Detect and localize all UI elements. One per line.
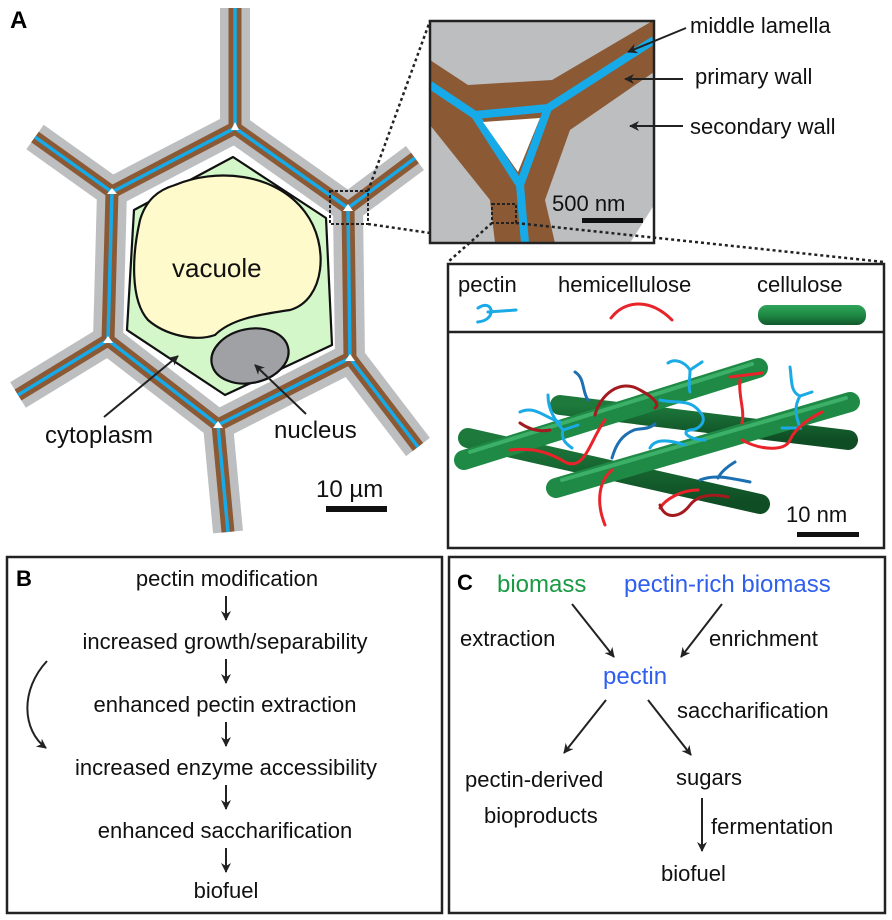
c-biomass: biomass <box>497 571 586 598</box>
c-biofuel: biofuel <box>661 861 726 886</box>
scale-500nm-label: 500 nm <box>552 191 625 216</box>
nucleus <box>210 327 290 385</box>
scale-bar-500nm <box>582 218 643 223</box>
nucleus-label: nucleus <box>274 417 357 444</box>
secondary-wall-label: secondary wall <box>690 114 836 139</box>
panel-a-letter: A <box>10 7 27 34</box>
scale-bar-10nm <box>797 532 859 537</box>
scale-10nm-label: 10 nm <box>786 502 847 527</box>
c-pectin-derived-2: bioproducts <box>484 803 598 828</box>
panel-c-letter: C <box>457 570 473 595</box>
hemicellulose-chains <box>508 371 824 527</box>
b-step-3: enhanced pectin extraction <box>94 692 357 717</box>
b-arrows <box>26 596 231 873</box>
c-pectin: pectin <box>603 663 667 690</box>
b-step-6: biofuel <box>194 878 259 903</box>
legend-hemicellulose-label: hemicellulose <box>558 272 691 297</box>
b-step-4: increased enzyme accessibility <box>75 755 377 780</box>
b-step-1: pectin modification <box>136 566 318 591</box>
c-arrows <box>563 603 723 852</box>
c-enrichment: enrichment <box>709 626 818 651</box>
c-fermentation: fermentation <box>711 814 833 839</box>
c-extraction: extraction <box>460 626 555 651</box>
pectin-chains-dark <box>573 370 752 484</box>
legend-cellulose-label: cellulose <box>757 272 843 297</box>
cytoplasm-arrow <box>103 355 179 418</box>
wall-inset <box>428 19 656 245</box>
c-saccharification: saccharification <box>677 698 829 723</box>
hemicellulose-chains-dark <box>518 384 730 517</box>
primary-wall-label: primary wall <box>695 64 812 89</box>
legend-pectin-label: pectin <box>458 272 517 297</box>
panel-c-frame <box>447 555 887 915</box>
b-skip-arrow <box>26 660 48 749</box>
b-step-5: enhanced saccharification <box>98 818 352 843</box>
legend-hemicellulose-glyph <box>609 302 674 322</box>
legend-pectin-glyph <box>476 303 518 324</box>
middle-lamella-label: middle lamella <box>690 13 831 38</box>
scale-10um-label: 10 µm <box>316 476 383 503</box>
zoom-box-cell <box>329 190 369 225</box>
c-pectin-derived-1: pectin-derived <box>465 767 603 792</box>
scale-bar-10um <box>326 506 387 512</box>
c-sugars: sugars <box>676 765 742 790</box>
legend-cellulose-glyph <box>758 305 866 325</box>
cytoplasm-label: cytoplasm <box>45 422 153 449</box>
vacuole-label: vacuole <box>172 253 262 283</box>
nucleus-arrow <box>254 364 307 415</box>
panel-b-letter: B <box>16 566 32 591</box>
panel-b-frame <box>5 555 444 915</box>
b-step-2: increased growth/separability <box>83 629 368 654</box>
vacuole <box>133 174 322 339</box>
c-pectin-rich-biomass: pectin-rich biomass <box>624 571 831 598</box>
